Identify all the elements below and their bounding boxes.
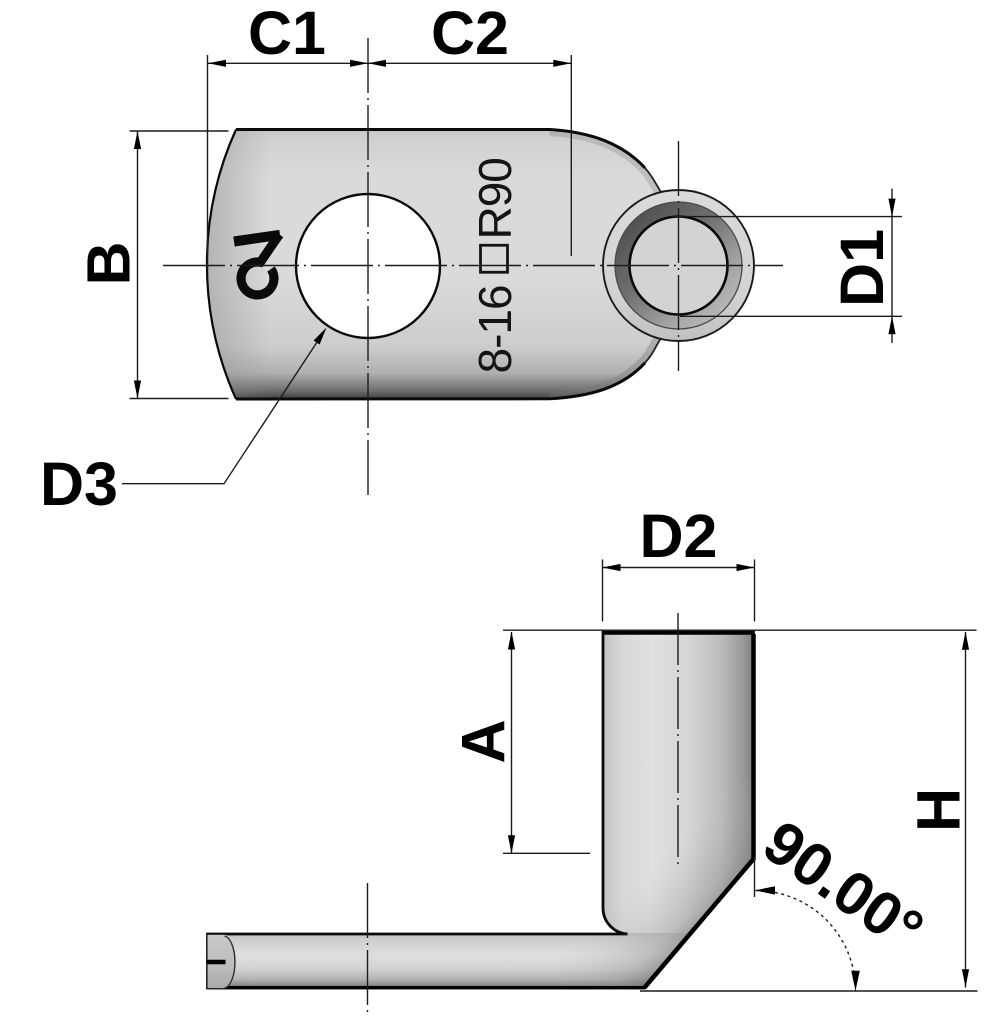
svg-text:D3: D3 [40, 450, 118, 518]
svg-text:A: A [450, 719, 518, 763]
svg-text:D1: D1 [828, 229, 896, 307]
svg-text:B: B [75, 241, 143, 285]
svg-text:D2: D2 [640, 502, 718, 570]
svg-text:H: H [905, 788, 973, 832]
svg-text:C1: C1 [248, 0, 326, 67]
svg-text:8-16: 8-16 [469, 285, 521, 373]
svg-text:C2: C2 [431, 0, 509, 67]
svg-text:R90: R90 [469, 158, 521, 239]
